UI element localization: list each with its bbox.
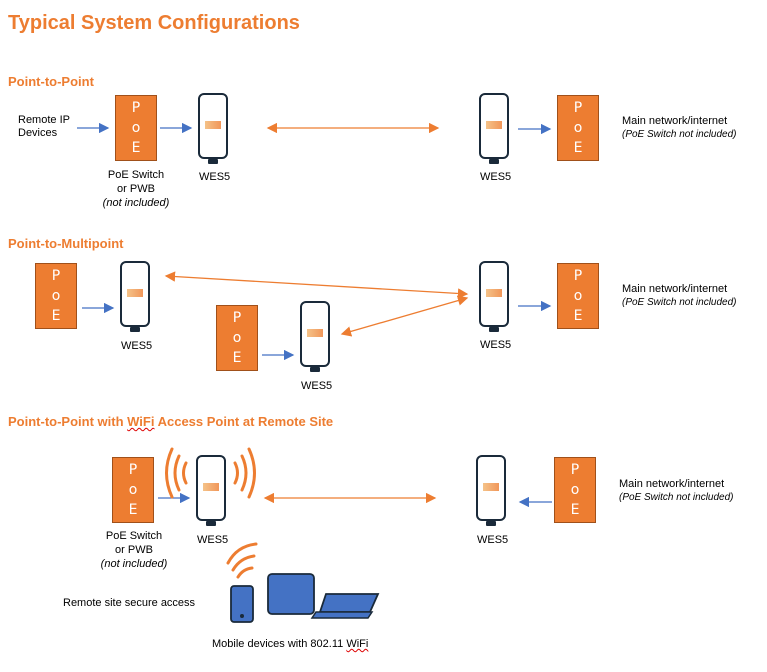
- tablet-icon: [267, 573, 315, 615]
- poe-letter: P: [570, 462, 580, 478]
- poe-letter: P: [232, 310, 242, 326]
- poe-switch: P o E: [35, 263, 77, 329]
- remote-ip-label: Remote IP: [18, 114, 70, 126]
- device-label: WES5: [480, 171, 512, 183]
- poe-switch: P o E: [554, 457, 596, 523]
- poe-switch-label: PoE Switch: [107, 169, 165, 181]
- poe-letter: E: [51, 308, 61, 324]
- poe-letter: P: [128, 462, 138, 478]
- poe-letter: P: [573, 268, 583, 284]
- poe-letter: P: [131, 100, 141, 116]
- heading-part: Point-to-Point with: [8, 414, 128, 429]
- poe-letter: E: [570, 502, 580, 518]
- device-label: WES5: [197, 534, 229, 546]
- page-title: Typical System Configurations: [8, 12, 300, 34]
- device-label: WES5: [121, 340, 153, 352]
- wifi-signal-icon: [226, 542, 258, 579]
- remote-access-label: Remote site secure access: [63, 597, 196, 609]
- wifi-signal-icon: [165, 447, 256, 499]
- wes5-logo: [205, 121, 221, 129]
- main-network-note: (PoE Switch not included): [622, 129, 737, 140]
- wes5-device: [198, 93, 228, 164]
- wes5-logo: [307, 329, 323, 337]
- wireless-link: [164, 271, 469, 299]
- phone-icon: [230, 585, 254, 623]
- poe-switch: P o E: [112, 457, 154, 523]
- poe-letter: o: [232, 330, 242, 346]
- poe-switch: P o E: [216, 305, 258, 371]
- poe-switch-label: or PWB: [115, 544, 153, 556]
- poe-letter: E: [128, 502, 138, 518]
- laptop-icon: [310, 593, 380, 619]
- poe-letter: E: [573, 308, 583, 324]
- wes5-device: [300, 301, 330, 372]
- wes5-logo: [486, 289, 502, 297]
- label-part: WiFi: [346, 638, 369, 650]
- wireless-link: [340, 295, 469, 337]
- poe-switch: P o E: [557, 95, 599, 161]
- poe-letter: o: [131, 120, 141, 136]
- device-label: WES5: [301, 380, 333, 392]
- main-network-note: (PoE Switch not included): [622, 297, 737, 308]
- wes5-logo: [127, 289, 143, 297]
- poe-letter: o: [570, 482, 580, 498]
- remote-ip-label: Devices: [18, 127, 58, 139]
- poe-switch-label: or PWB: [117, 183, 155, 195]
- poe-switch: P o E: [557, 263, 599, 329]
- poe-letter: E: [232, 350, 242, 366]
- poe-letter: o: [128, 482, 138, 498]
- device-label: WES5: [477, 534, 509, 546]
- main-network-label: Main network/internet: [619, 478, 725, 490]
- section-heading-wifi-access-point: Point-to-Point with WiFi Access Point at…: [8, 414, 333, 429]
- wes5-device: [120, 261, 150, 332]
- wes5-logo: [203, 483, 219, 491]
- poe-letter: E: [131, 140, 141, 156]
- not-included-note: (not included): [102, 197, 170, 209]
- main-network-label: Main network/internet: [622, 283, 728, 295]
- wes5-device: [479, 261, 509, 332]
- heading-part: Access Point at Remote Site: [154, 414, 334, 429]
- device-label: WES5: [480, 339, 512, 351]
- section-heading-point-to-point: Point-to-Point: [8, 74, 94, 89]
- wes5-logo: [486, 121, 502, 129]
- heading-part: WiFi: [127, 414, 155, 429]
- poe-switch-label: PoE Switch: [105, 530, 163, 542]
- wes5-device: [196, 455, 226, 526]
- section-heading-point-to-multipoint: Point-to-Multipoint: [8, 236, 124, 251]
- poe-letter: o: [51, 288, 61, 304]
- poe-letter: P: [51, 268, 61, 284]
- main-network-label: Main network/internet: [622, 115, 728, 127]
- poe-switch: P o E: [115, 95, 157, 161]
- wes5-device: [476, 455, 506, 526]
- not-included-note: (not included): [100, 558, 168, 570]
- poe-letter: P: [573, 100, 583, 116]
- device-label: WES5: [199, 171, 231, 183]
- poe-letter: E: [573, 140, 583, 156]
- wes5-logo: [483, 483, 499, 491]
- poe-letter: o: [573, 120, 583, 136]
- mobile-devices-label: Mobile devices with 802.11 WiFi: [212, 638, 368, 650]
- main-network-note: (PoE Switch not included): [619, 492, 734, 503]
- poe-letter: o: [573, 288, 583, 304]
- wes5-device: [479, 93, 509, 164]
- label-part: Mobile devices with 802.11: [212, 638, 347, 650]
